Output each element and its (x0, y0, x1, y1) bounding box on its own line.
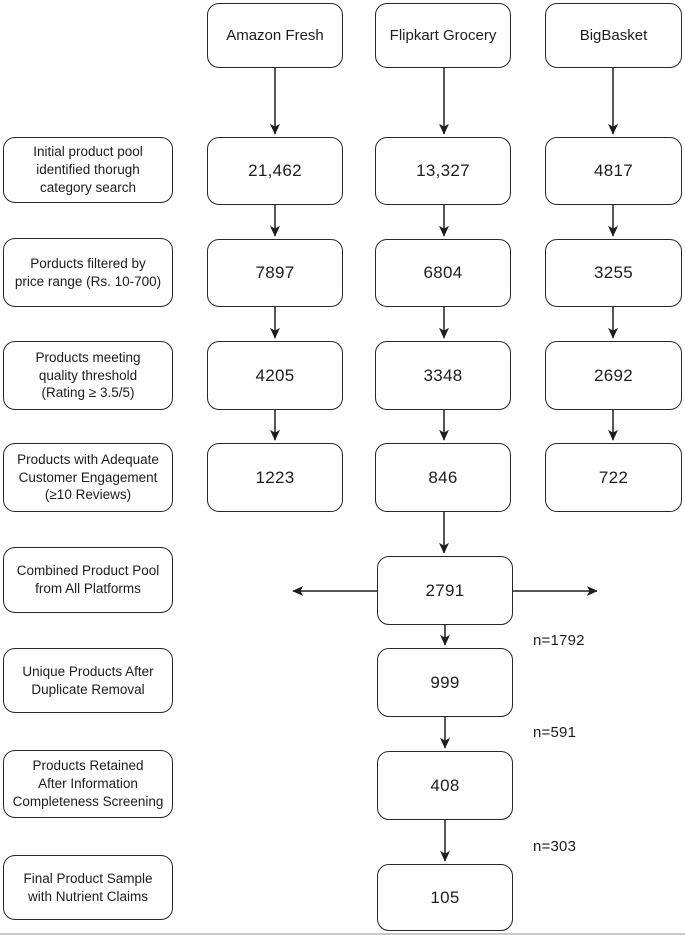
count-box-unique: 999 (377, 648, 513, 717)
count-box-bigbasket-quality: 2692 (545, 341, 682, 410)
stage-label-final-sample: Final Product Sample with Nutrient Claim… (3, 855, 173, 920)
count-box-bigbasket-price: 3255 (545, 239, 682, 307)
count-box-flipkart-initial: 13,327 (375, 137, 511, 205)
stage-label-customer-engagement: Products with Adequate Customer Engageme… (3, 443, 173, 512)
stage-label-unique-products: Unique Products After Duplicate Removal (3, 648, 173, 713)
count-box-flipkart-engagement: 846 (375, 443, 511, 512)
count-box-flipkart-price: 6804 (375, 239, 511, 307)
count-box-retained: 408 (377, 751, 513, 820)
stage-label-quality-threshold: Products meeting quality threshold (Rati… (3, 341, 173, 410)
platform-header-flipkart-grocery: Flipkart Grocery (375, 3, 511, 68)
count-box-amazon-quality: 4205 (207, 341, 343, 410)
count-box-amazon-initial: 21,462 (207, 137, 343, 205)
count-box-bigbasket-initial: 4817 (545, 137, 682, 205)
stage-label-initial-pool: Initial product pool identified thorugh … (3, 137, 173, 203)
stage-label-combined-pool: Combined Product Pool from All Platforms (3, 547, 173, 613)
count-box-final: 105 (377, 864, 513, 931)
count-box-amazon-price: 7897 (207, 239, 343, 307)
count-box-amazon-engagement: 1223 (207, 443, 343, 512)
count-box-flipkart-quality: 3348 (375, 341, 511, 410)
platform-header-bigbasket: BigBasket (545, 3, 682, 68)
count-box-combined-pool: 2791 (377, 556, 513, 625)
removed-count-incomplete: n=591 (533, 724, 577, 741)
removed-count-duplicates: n=1792 (533, 632, 585, 649)
count-box-bigbasket-engagement: 722 (545, 443, 682, 512)
stage-label-price-filter: Porducts filtered by price range (Rs. 10… (3, 238, 173, 307)
stage-label-completeness-screening: Products Retained After Information Comp… (3, 750, 173, 818)
removed-count-no-claims: n=303 (533, 838, 577, 855)
platform-header-amazon-fresh: Amazon Fresh (207, 3, 343, 68)
figure-bottom-border (0, 933, 685, 935)
